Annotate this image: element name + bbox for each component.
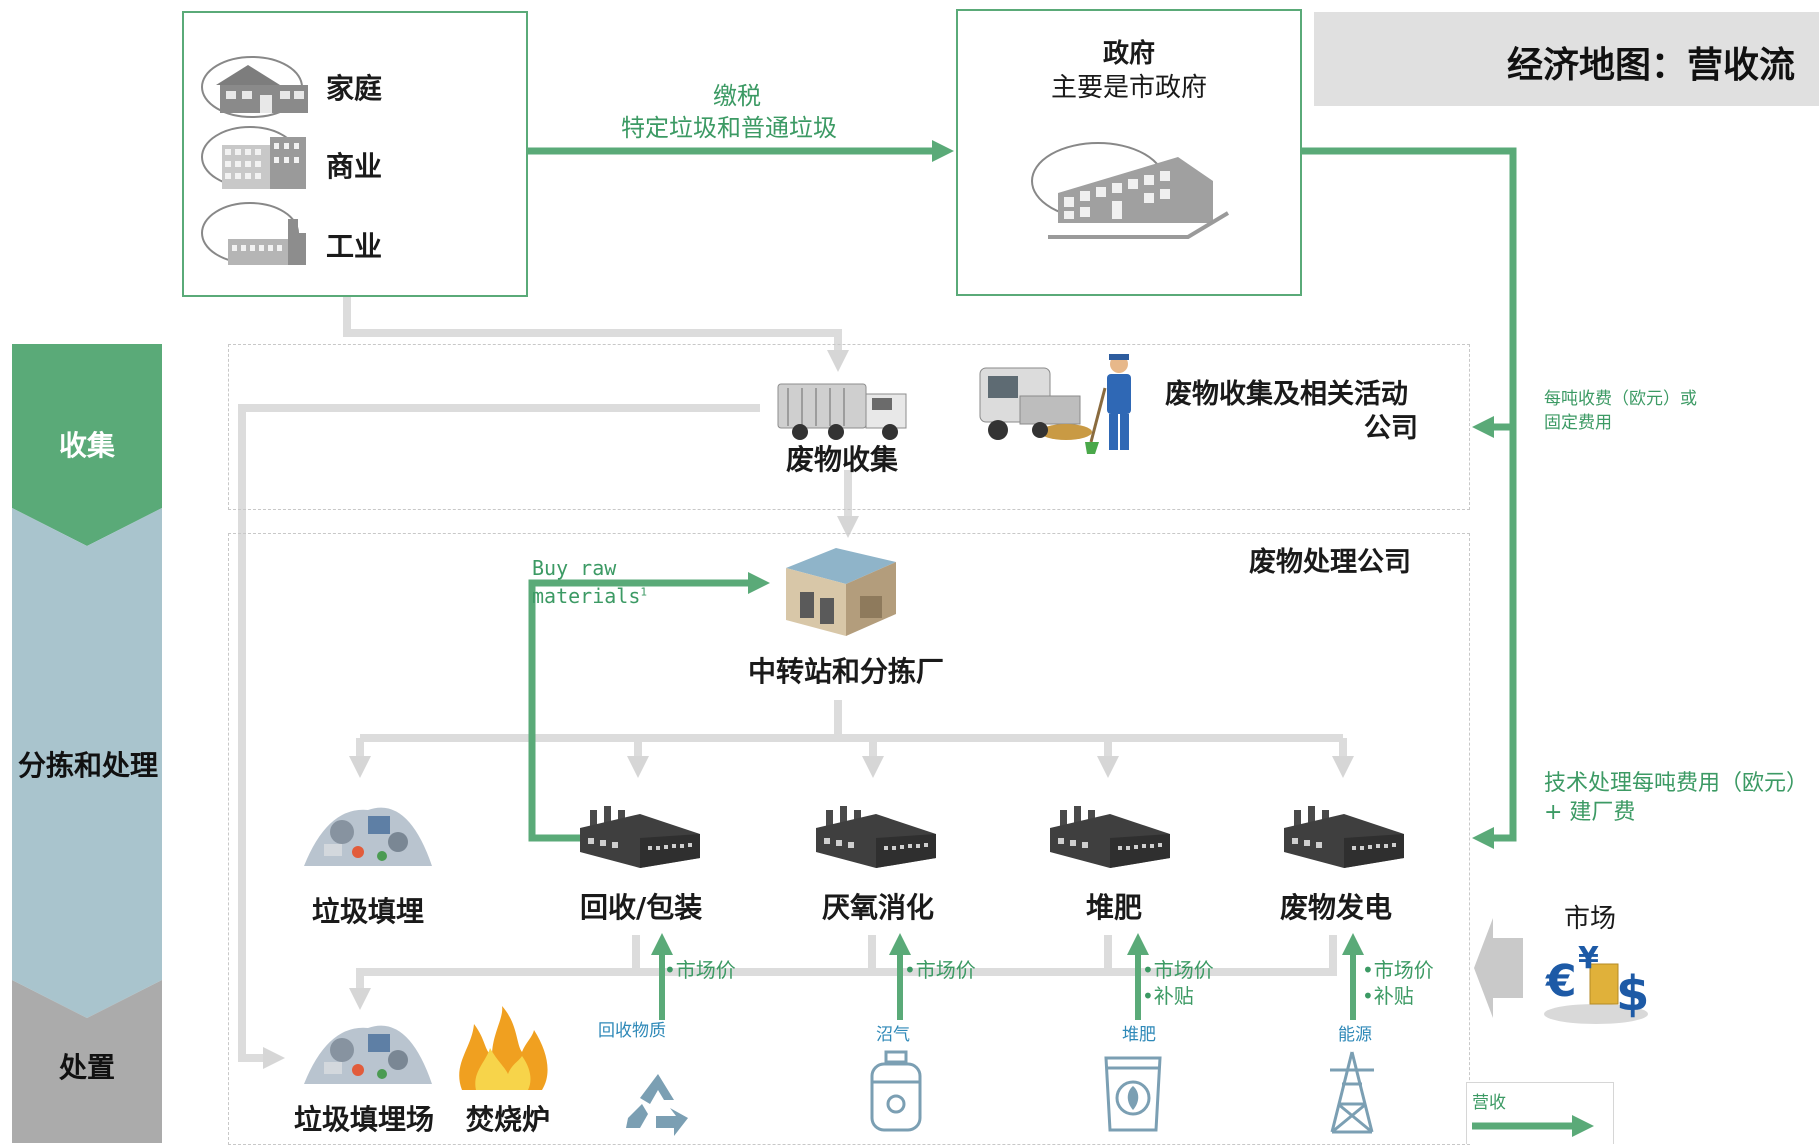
collection-company-line2: 公司 — [1364, 413, 1418, 444]
source-commercial: 商业 — [326, 150, 383, 183]
revenue-buy-raw-materials — [528, 572, 770, 842]
government-building-icon — [1031, 142, 1230, 239]
factory-icon — [201, 202, 306, 265]
buy-raw-line1: Buy raw — [532, 556, 617, 580]
plant-factory-icon — [580, 806, 700, 868]
power-tower-icon — [1330, 1051, 1374, 1134]
street-sweeper-icon — [979, 367, 1092, 440]
buy-raw-line2: materials1 — [532, 584, 647, 608]
transfer-station-icon — [786, 548, 896, 636]
stage-collect-label: 收集 — [58, 429, 115, 462]
gas-cylinder-icon — [870, 1050, 922, 1132]
disposal-landfill-site: 垃圾填埋场 — [294, 1103, 435, 1136]
process-anaerobic: 厌氧消化 — [822, 891, 935, 924]
fire-icon — [459, 1006, 548, 1090]
worker-icon — [1085, 354, 1131, 454]
page-title: 经济地图：营收流 — [1506, 45, 1795, 86]
process-recycle: 回收/包装 — [580, 891, 703, 924]
collection-area — [228, 344, 1470, 510]
landfill-heap-icon — [304, 807, 432, 866]
flow-collection-bypass — [238, 404, 760, 1069]
disposal-incinerator: 焚烧炉 — [466, 1103, 551, 1136]
plant-factory-icon — [1050, 806, 1170, 868]
market-arrow — [1474, 918, 1523, 1018]
svg-text:€: € — [1545, 956, 1577, 1007]
transfer-station-label: 中转站和分拣厂 — [748, 655, 945, 688]
collection-company-line1: 废物收集及相关活动 — [1165, 379, 1408, 410]
recycle-icon — [626, 1074, 688, 1136]
house-icon — [201, 56, 308, 118]
product-recycled: 回收物质 — [598, 1021, 666, 1041]
government-subtitle: 主要是市政府 — [1050, 73, 1207, 103]
market-price-energy: •市场价 — [1362, 958, 1434, 982]
product-energy: 能源 — [1338, 1025, 1372, 1045]
revenue-government-to-companies — [1300, 147, 1517, 849]
process-landfill: 垃圾填埋 — [312, 895, 425, 928]
svg-text:¥: ¥ — [1578, 941, 1599, 976]
product-biogas: 沼气 — [876, 1025, 910, 1045]
buy-raw-text: materials — [532, 584, 641, 608]
market-label: 市场 — [1564, 904, 1617, 934]
market-price-anaerobic: •市场价 — [904, 958, 976, 982]
product-compost: 堆肥 — [1122, 1025, 1156, 1045]
garbage-truck-icon — [777, 383, 907, 440]
subsidy-energy: •补贴 — [1362, 984, 1414, 1008]
sources-box: 家庭 商业 工业 — [182, 11, 528, 297]
landfill-heap-icon — [304, 1025, 432, 1084]
stage-dispose-label: 处置 — [58, 1051, 115, 1084]
government-box: 政府 主要是市政府 — [956, 9, 1302, 296]
plant-factory-icon — [816, 806, 936, 868]
tax-label-2: 特定垃圾和普通垃圾 — [621, 114, 837, 142]
fee-per-ton-line1: 每吨收费（欧元）或 — [1544, 389, 1697, 409]
stage-sort-label: 分拣和处理 — [17, 749, 158, 782]
government-title: 政府 — [1102, 39, 1155, 69]
subsidy-compost: •补贴 — [1142, 984, 1194, 1008]
flow-sources-to-collection — [343, 295, 849, 372]
currency-icon: € $ ¥ — [1544, 941, 1649, 1024]
market-price-compost: •市场价 — [1142, 958, 1214, 982]
tech-fee-line2: + 建厂费 — [1544, 800, 1636, 825]
source-industrial: 工业 — [326, 230, 383, 263]
fee-per-ton-line2: 固定费用 — [1544, 413, 1612, 433]
process-compost: 堆肥 — [1086, 891, 1143, 924]
office-building-icon — [201, 126, 306, 189]
source-household: 家庭 — [326, 72, 383, 105]
treatment-company-label: 废物处理公司 — [1249, 547, 1411, 578]
flow-station-bus — [360, 700, 1343, 742]
title-banner: 经济地图：营收流 — [1314, 12, 1819, 106]
process-waste-to-energy: 废物发电 — [1280, 891, 1393, 924]
waste-collection-label: 废物收集 — [786, 443, 899, 476]
legend-revenue-label: 营收 — [1472, 1093, 1506, 1113]
compost-bag-icon — [1104, 1056, 1162, 1132]
market-price-recycle: •市场价 — [664, 958, 736, 982]
tech-fee-line1: 技术处理每吨费用（欧元） — [1544, 771, 1809, 796]
svg-text:$: $ — [1616, 966, 1649, 1022]
flow-residues-to-landfill — [349, 935, 1337, 1010]
plant-factory-icon — [1284, 806, 1404, 868]
buy-raw-footnote: 1 — [640, 585, 647, 599]
tax-label-1: 缴税 — [713, 82, 761, 110]
